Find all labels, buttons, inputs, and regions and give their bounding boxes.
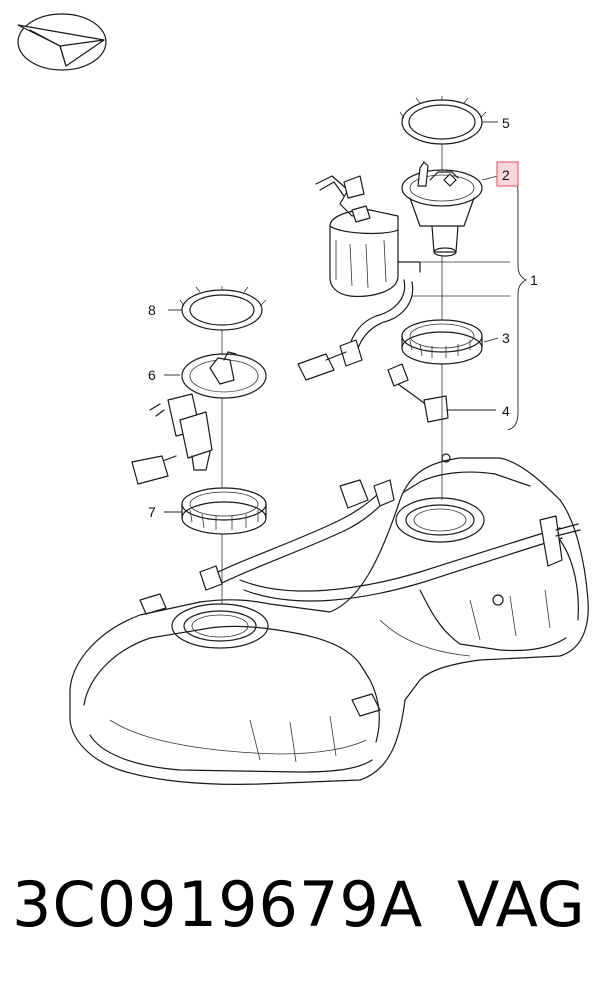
- seal-ring-7: [181, 487, 267, 535]
- part-number: 3C0919679A: [12, 868, 424, 941]
- callout-4: 4: [502, 403, 510, 419]
- fuel-tank: [69, 453, 589, 785]
- locking-ring-8: [179, 286, 267, 331]
- locking-ring-5: [399, 96, 487, 145]
- fuel-filter: [297, 175, 421, 381]
- fuel-system-exploded-diagram: 5 2 1 3 4 8 6 7: [17, 13, 589, 785]
- flange-6: [181, 351, 267, 399]
- callout-1: 1: [530, 272, 538, 288]
- callout-2: 2: [502, 167, 510, 183]
- suction-jet-pump: [131, 393, 213, 485]
- seal-ring-3: [401, 319, 483, 365]
- level-sender-4: [387, 363, 449, 423]
- callout-6: 6: [148, 367, 156, 383]
- callout-5: 5: [502, 115, 510, 131]
- flange-2: [401, 161, 483, 257]
- brand-label: VAG: [457, 868, 585, 941]
- tank-hoses: [199, 479, 581, 602]
- callout-8: 8: [148, 302, 156, 318]
- paper-plane-icon: [17, 13, 107, 71]
- callout-2-highlight: [496, 161, 519, 187]
- callout-7: 7: [148, 504, 156, 520]
- axis-lines: [221, 144, 510, 604]
- callout-3: 3: [502, 330, 510, 346]
